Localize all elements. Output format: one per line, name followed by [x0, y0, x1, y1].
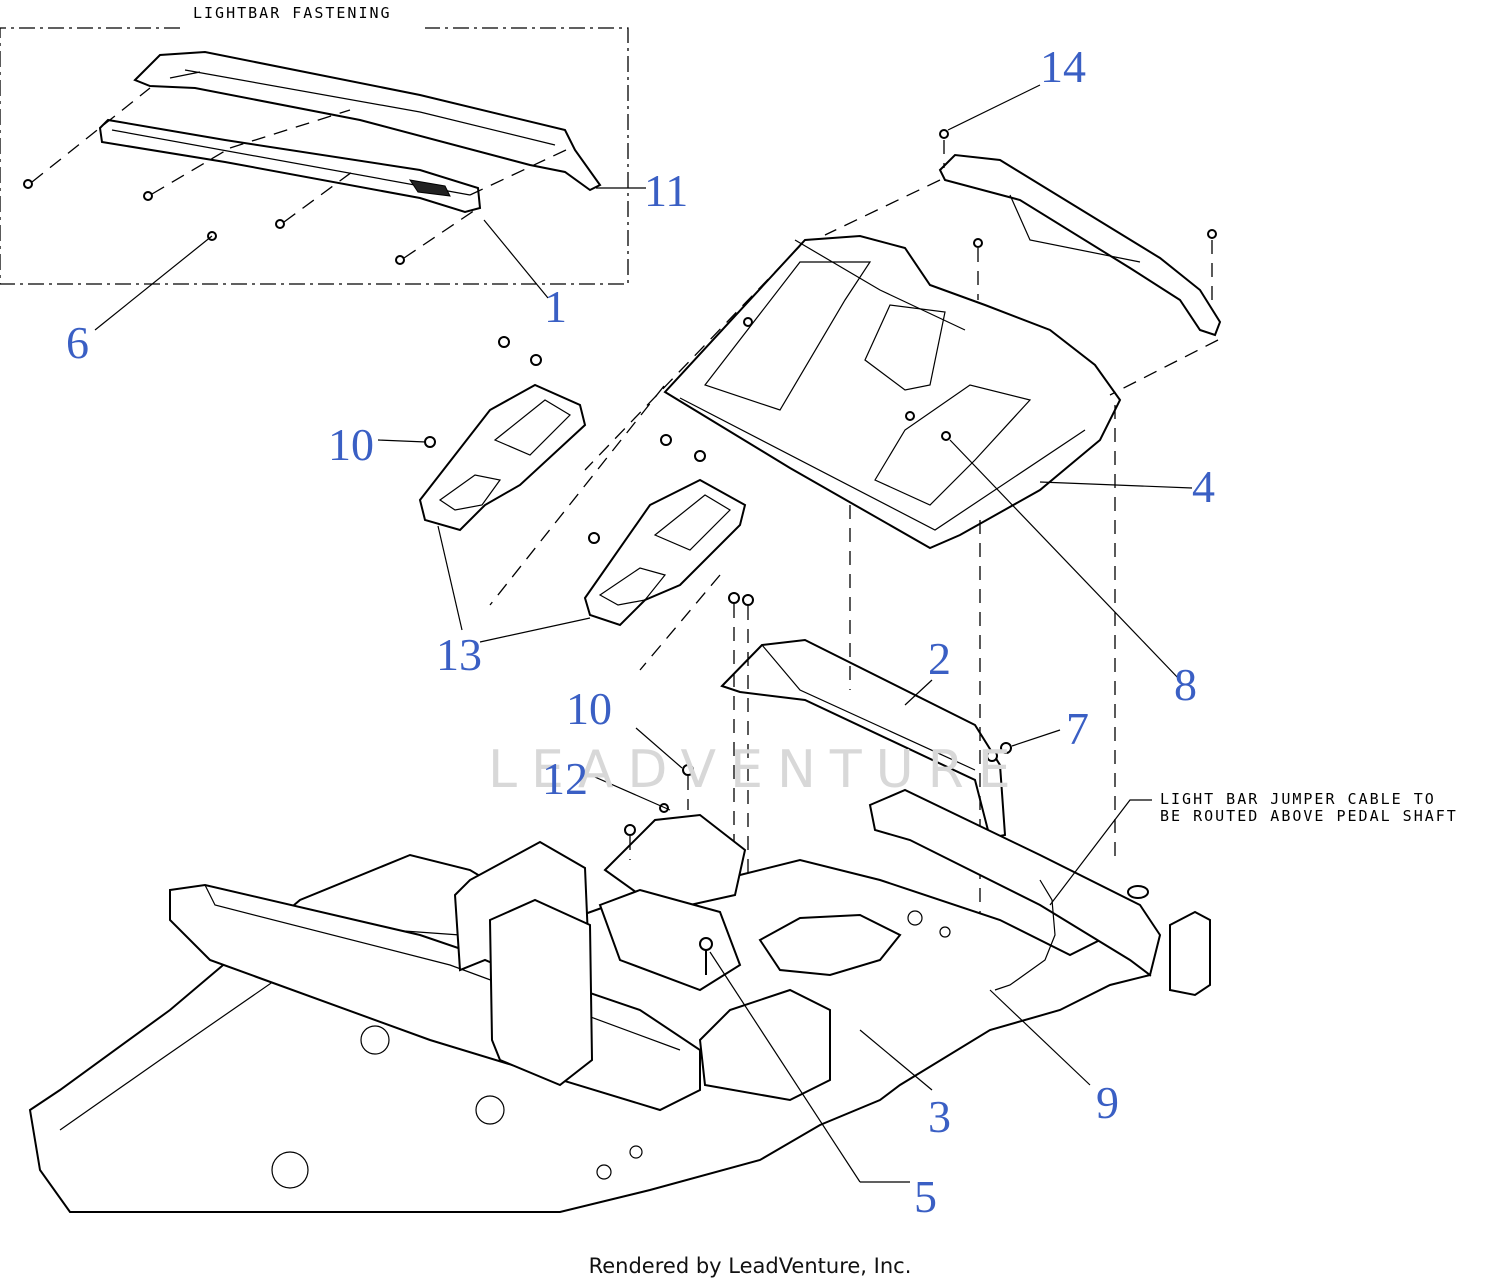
footer-credit: Rendered by LeadVenture, Inc.	[588, 1254, 912, 1278]
rear-lightbar	[824, 84, 1222, 396]
footrest-pads	[377, 245, 801, 671]
callout-12: 12	[542, 753, 588, 804]
callout-10-lower: 10	[566, 683, 612, 734]
chassis-frame	[28, 727, 1211, 1213]
callout-10-upper: 10	[328, 419, 374, 470]
callout-3: 3	[928, 1091, 951, 1142]
callout-4: 4	[1192, 461, 1215, 512]
callout-8: 8	[1174, 659, 1197, 710]
callout-7: 7	[1066, 703, 1089, 754]
cable-routing-note-line2: BE ROUTED ABOVE PEDAL SHAFT	[1160, 807, 1458, 825]
callout-14: 14	[1040, 41, 1086, 92]
cross-bracket	[720, 405, 1116, 990]
callout-11: 11	[644, 165, 689, 216]
callout-6: 6	[66, 317, 89, 368]
callout-1: 1	[544, 281, 567, 332]
callout-5: 5	[914, 1171, 937, 1222]
callout-13: 13	[436, 629, 482, 680]
cable-routing-note-line1: LIGHT BAR JUMPER CABLE TO	[1160, 790, 1436, 808]
lightbar-fastening-title: LIGHTBAR FASTENING	[193, 4, 392, 22]
seat-pan-shroud	[663, 234, 1193, 681]
watermark: LEADVENTURE	[488, 740, 1025, 800]
callout-2: 2	[928, 633, 951, 684]
lightbar-fastening-box	[0, 27, 646, 331]
callout-9: 9	[1096, 1077, 1119, 1128]
